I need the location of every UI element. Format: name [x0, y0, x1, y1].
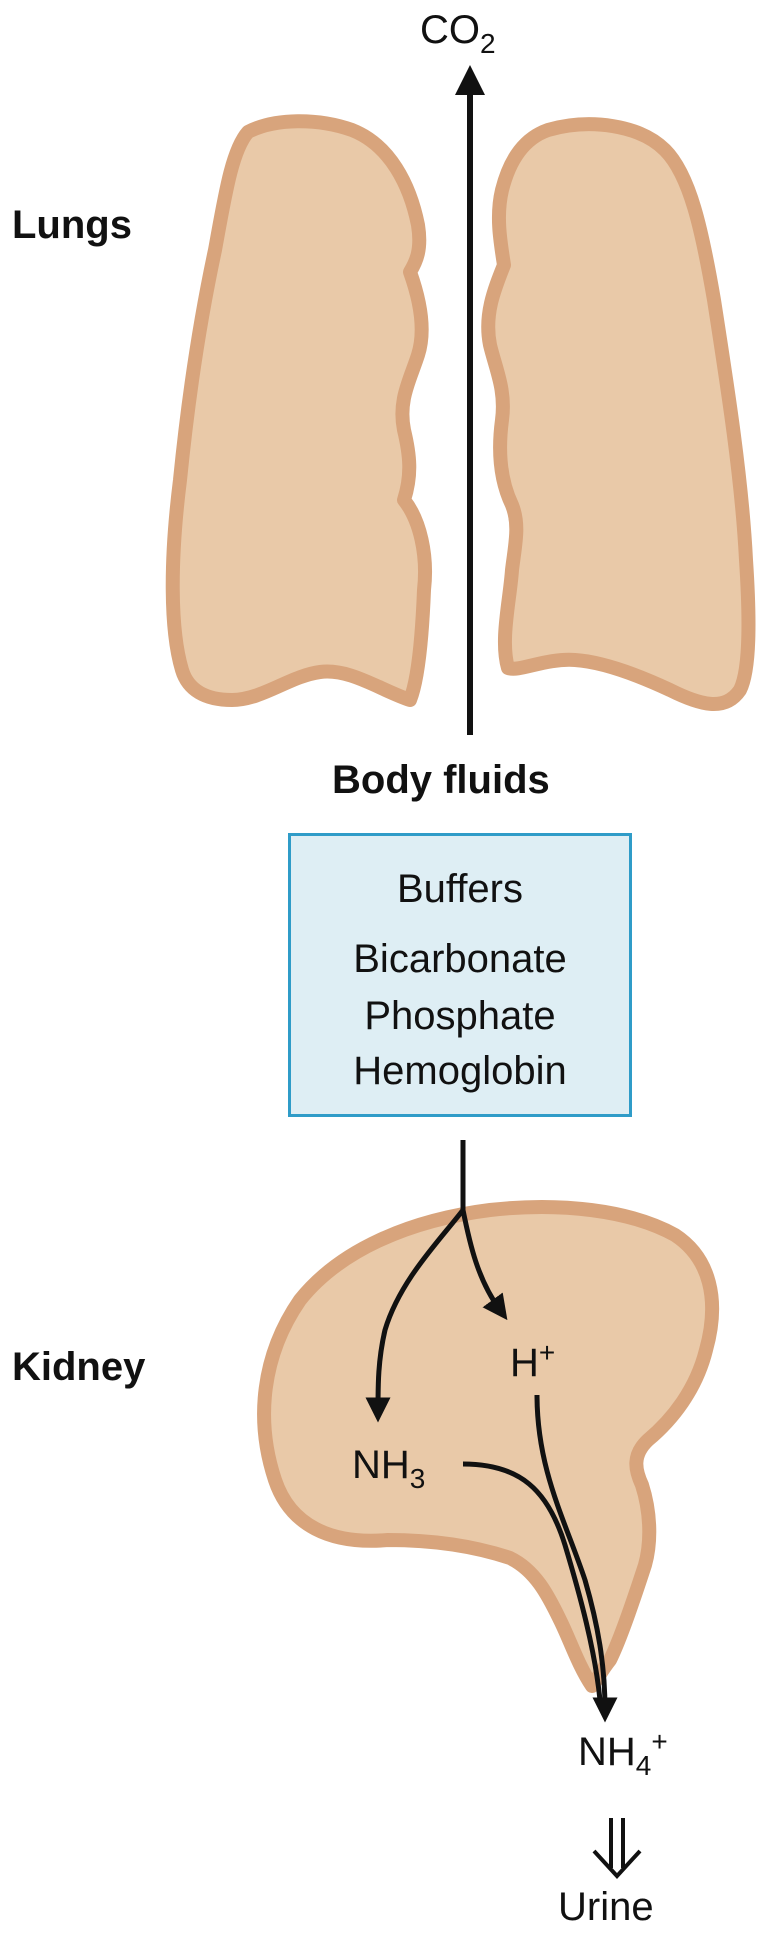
nh4-superscript: +: [651, 1726, 667, 1757]
co2-base: CO: [420, 8, 480, 52]
nh3-base: NH: [352, 1443, 410, 1487]
left-lung: [173, 121, 425, 700]
body-fluids-label: Body fluids: [332, 760, 550, 800]
nh4-label: NH4+: [578, 1732, 668, 1772]
buffers-title: Buffers: [291, 869, 629, 909]
urine-double-arrow: [594, 1818, 640, 1876]
right-lung: [488, 124, 748, 704]
co2-subscript: 2: [480, 28, 496, 59]
nh3-subscript: 3: [410, 1463, 426, 1494]
h-base: H: [510, 1341, 539, 1385]
nh4-subscript: 4: [636, 1750, 652, 1781]
buffer-item-hemoglobin: Hemoglobin: [291, 1051, 629, 1091]
buffer-item-bicarbonate: Bicarbonate: [291, 939, 629, 979]
kidney: [264, 1207, 712, 1686]
nh4-base: NH: [578, 1730, 636, 1774]
buffers-box: Buffers Bicarbonate Phosphate Hemoglobin: [288, 833, 632, 1117]
lungs-label: Lungs: [12, 205, 132, 245]
h-superscript: +: [539, 1337, 555, 1368]
kidney-label: Kidney: [12, 1347, 145, 1387]
h-ion-label: H+: [510, 1343, 555, 1383]
nh3-label: NH3: [352, 1445, 425, 1485]
co2-label: CO2: [420, 10, 496, 50]
urine-label: Urine: [558, 1887, 654, 1927]
buffer-item-phosphate: Phosphate: [291, 996, 629, 1036]
